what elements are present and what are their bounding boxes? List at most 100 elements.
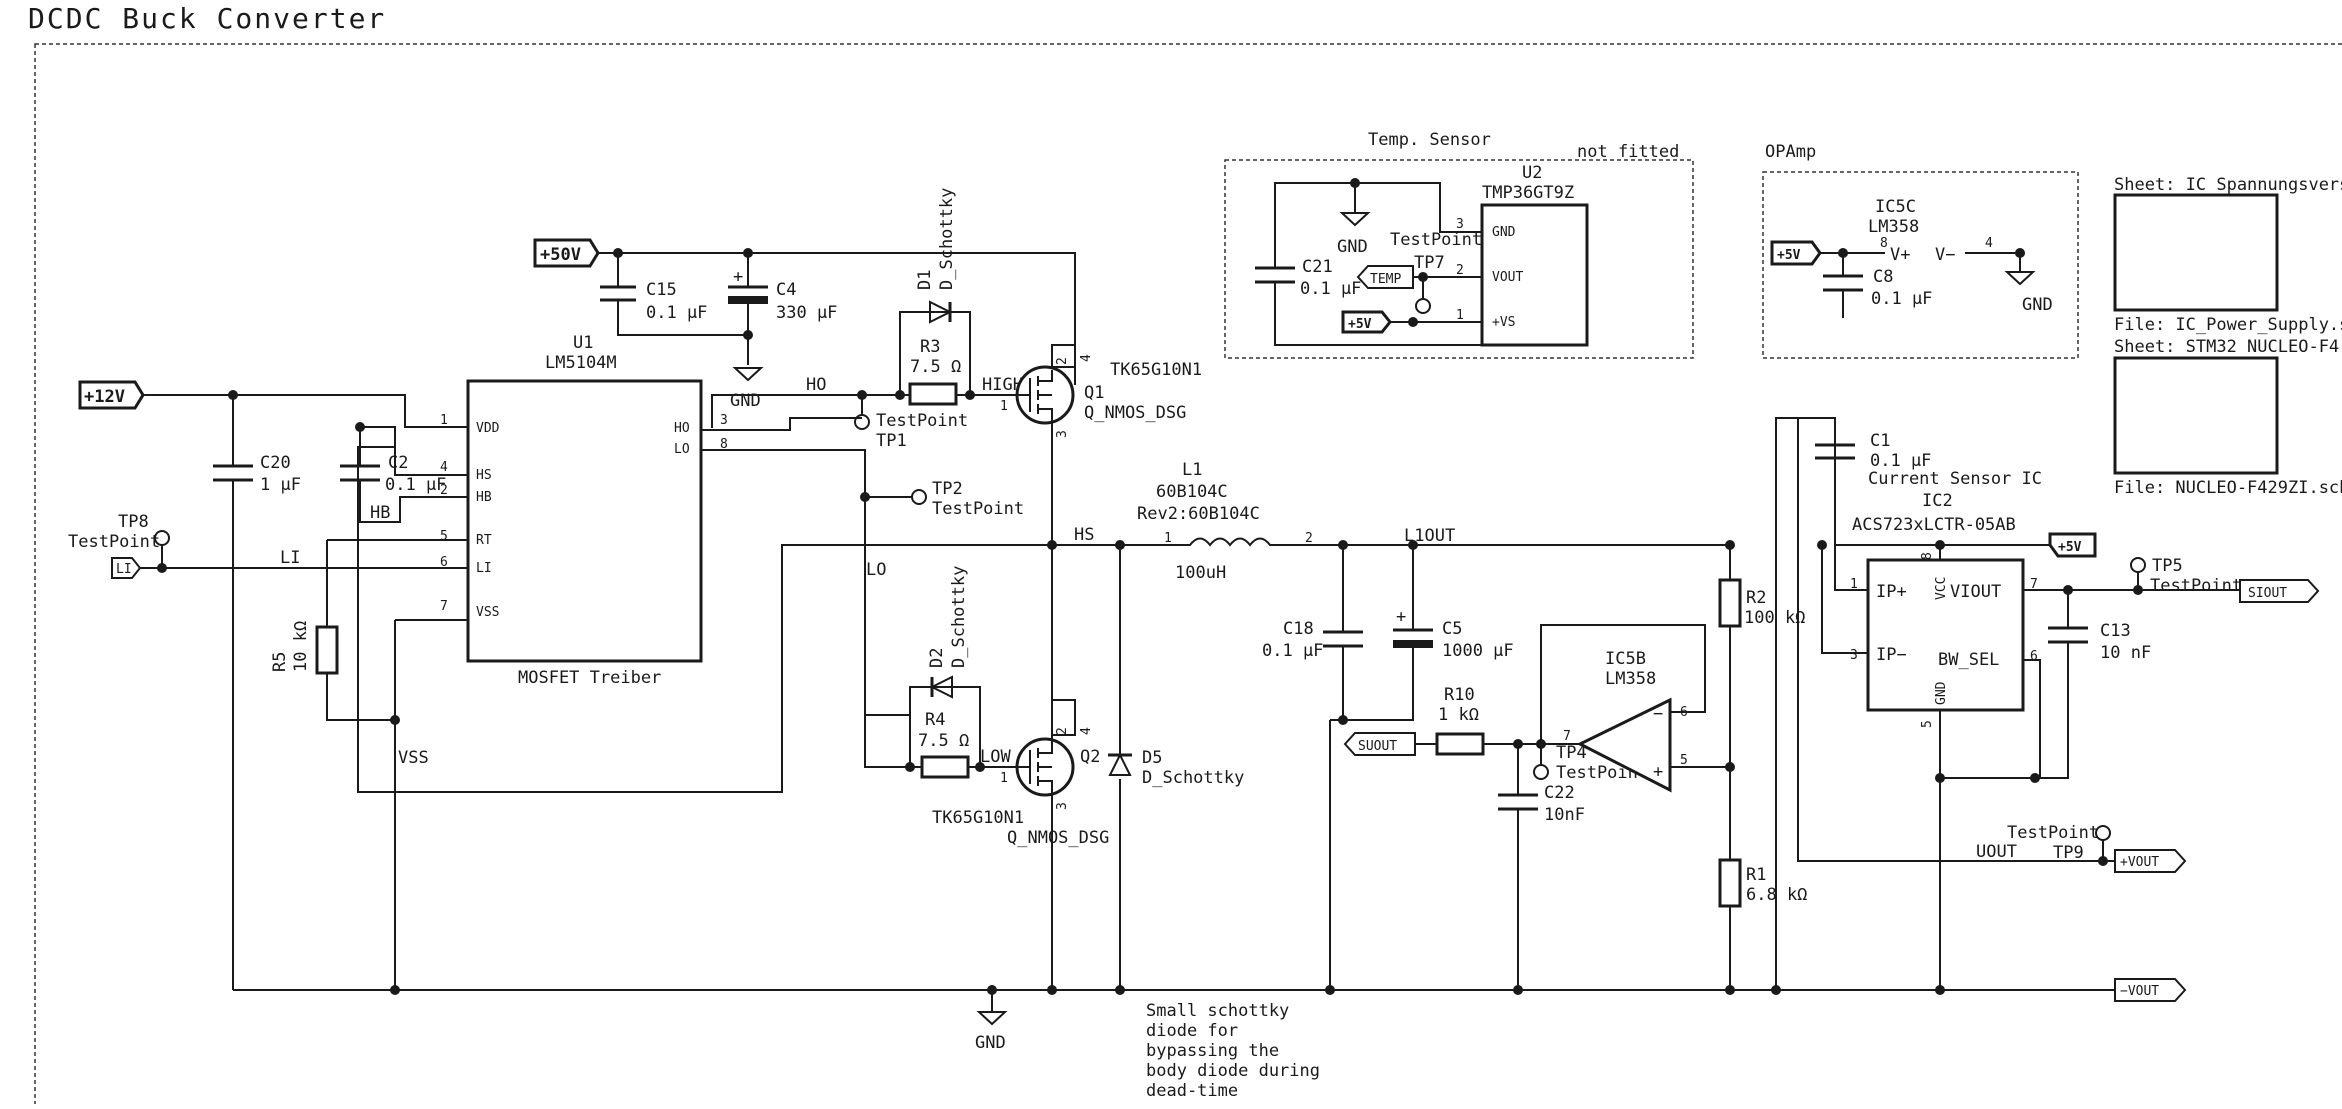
- svg-text:60B104C: 60B104C: [1156, 482, 1228, 502]
- svg-text:IP+: IP+: [1876, 582, 1907, 602]
- svg-text:4: 4: [1079, 354, 1094, 362]
- capacitor-c1: C1 0.1 µF: [1815, 418, 1941, 560]
- sheet-title: DCDC Buck Converter: [28, 2, 386, 35]
- svg-text:File: IC_Power_Supply.sch: File: IC_Power_Supply.sch: [2114, 315, 2342, 335]
- svg-text:+: +: [733, 267, 743, 287]
- svg-text:3: 3: [1456, 217, 1464, 232]
- ic-u1: U1 LM5104M MOSFET Treiber VDD HS HB RT L…: [440, 333, 728, 688]
- svg-text:0.1 µF: 0.1 µF: [646, 303, 707, 323]
- svg-text:+12V: +12V: [84, 387, 125, 407]
- svg-text:Sheet: IC Spannungsverso: Sheet: IC Spannungsverso: [2114, 175, 2342, 195]
- svg-text:C21: C21: [1302, 257, 1333, 277]
- svg-text:1: 1: [1000, 399, 1008, 414]
- diode-d5: D5 D_Schottky: [1108, 545, 1244, 990]
- svg-text:LO: LO: [674, 442, 690, 457]
- port-minus-vout: −VOUT: [2114, 978, 2187, 1002]
- svg-text:8: 8: [1880, 236, 1888, 251]
- svg-text:HS: HS: [1074, 525, 1094, 545]
- svg-text:body diode during: body diode during: [1146, 1061, 1320, 1081]
- svg-text:HS: HS: [476, 468, 492, 483]
- svg-text:TestPoint: TestPoint: [68, 532, 160, 552]
- svg-text:3: 3: [1055, 430, 1070, 438]
- svg-text:4: 4: [1985, 236, 1993, 251]
- svg-text:+VOUT: +VOUT: [2120, 855, 2159, 870]
- svg-text:U1: U1: [573, 333, 593, 353]
- svg-text:IC5C: IC5C: [1875, 197, 1916, 217]
- svg-text:3: 3: [720, 413, 728, 428]
- svg-text:LM5104M: LM5104M: [545, 353, 617, 373]
- svg-text:7: 7: [2030, 577, 2038, 592]
- ic-ic2: Current Sensor IC IC2 ACS723xLCTR-05AB I…: [1850, 469, 2042, 728]
- svg-text:TestPoint: TestPoint: [1390, 230, 1482, 250]
- svg-text:0.1 µF: 0.1 µF: [1871, 289, 1932, 309]
- testpoint-tp8: TP8 TestPoint: [68, 512, 170, 568]
- resistor-r10: R10 1 kΩ: [1435, 685, 1485, 756]
- svg-text:V+: V+: [1890, 245, 1910, 265]
- svg-text:R3: R3: [920, 337, 940, 357]
- wire-50v: [598, 252, 1076, 385]
- svg-text:Q2: Q2: [1080, 747, 1100, 767]
- svg-text:6: 6: [440, 555, 448, 570]
- diode-d1: D1 D_Schottky: [899, 188, 971, 395]
- svg-text:Q1: Q1: [1084, 383, 1104, 403]
- svg-text:UOUT: UOUT: [1976, 842, 2017, 862]
- port-temp: TEMP: [1356, 265, 1414, 289]
- hierarchical-sheet-power[interactable]: Sheet: IC Spannungsverso File: IC_Power_…: [2113, 175, 2342, 335]
- svg-text:TEMP: TEMP: [1370, 272, 1401, 287]
- design-note: Small schottky diode for bypassing the b…: [1146, 1001, 1320, 1101]
- svg-text:Q_NMOS_DSG: Q_NMOS_DSG: [1084, 403, 1186, 423]
- svg-text:+50V: +50V: [540, 245, 581, 265]
- svg-text:+VS: +VS: [1492, 315, 1515, 330]
- power-flag-50v: +50V: [533, 238, 600, 268]
- svg-text:6: 6: [1680, 705, 1688, 720]
- testpoint-tp2: TP2 TestPoint: [865, 479, 1024, 519]
- svg-text:GND: GND: [1934, 681, 1949, 705]
- port-plus-vout: +VOUT: [2114, 849, 2187, 873]
- svg-text:TP9: TP9: [2053, 843, 2084, 863]
- svg-text:C1: C1: [1870, 431, 1890, 451]
- resistor-r3: R3 7.5 Ω: [908, 337, 961, 406]
- svg-text:TestPoint: TestPoint: [876, 411, 968, 431]
- svg-text:L1: L1: [1182, 460, 1202, 480]
- capacitor-c2: C2 0.1 µF: [340, 426, 468, 523]
- svg-text:7: 7: [440, 599, 448, 614]
- svg-text:0.1 µF: 0.1 µF: [1300, 279, 1361, 299]
- svg-text:C4: C4: [776, 280, 796, 300]
- svg-text:1: 1: [1456, 308, 1464, 323]
- svg-text:U2: U2: [1522, 163, 1542, 183]
- svg-text:GND: GND: [2022, 295, 2053, 315]
- svg-text:3: 3: [1055, 802, 1070, 810]
- diode-d2: D2 D_Schottky: [909, 566, 981, 767]
- port-siout: SIOUT: [2239, 579, 2320, 603]
- svg-text:MOSFET Treiber: MOSFET Treiber: [518, 668, 661, 688]
- svg-text:1: 1: [1000, 771, 1008, 786]
- svg-text:OPAmp: OPAmp: [1765, 142, 1816, 162]
- capacitor-c4: + C4 330 µF: [728, 253, 837, 365]
- mosfet-q1: 1 2 4 3 TK65G10N1 Q1 Q_NMOS_DSG: [1000, 354, 1202, 438]
- hierarchical-sheet-nucleo[interactable]: Sheet: STM32 NUCLEO-F4 File: NUCLEO-F429…: [2113, 337, 2342, 498]
- svg-text:+: +: [1396, 607, 1406, 627]
- svg-text:5: 5: [440, 529, 448, 544]
- resistor-r5: R5 10 kΩ: [270, 539, 468, 721]
- svg-text:GND: GND: [1492, 225, 1516, 240]
- svg-text:not fitted: not fitted: [1577, 142, 1679, 162]
- temp-sensor-box: [1224, 159, 1694, 359]
- svg-text:10 kΩ: 10 kΩ: [291, 621, 311, 672]
- capacitor-c20: C20 1 µF: [213, 395, 301, 990]
- power-flag-5v: +5V: [1770, 240, 1822, 266]
- power-flag-12v: +12V: [78, 380, 145, 410]
- power-flag-5v: +5V: [1341, 310, 1392, 334]
- svg-text:TP5: TP5: [2152, 556, 2183, 576]
- svg-text:dead-time: dead-time: [1146, 1081, 1238, 1101]
- svg-text:GND: GND: [1337, 237, 1368, 257]
- svg-text:IP−: IP−: [1876, 645, 1907, 665]
- capacitor-c13: C13 10 nF: [2048, 621, 2151, 663]
- svg-text:bypassing the: bypassing the: [1146, 1041, 1279, 1061]
- svg-text:TestPoint: TestPoint: [2007, 823, 2099, 843]
- svg-text:D_Schottky: D_Schottky: [937, 188, 957, 290]
- capacitor-c22: C22 10nF: [1498, 744, 1585, 990]
- svg-text:BW_SEL: BW_SEL: [1938, 650, 1999, 670]
- svg-text:2: 2: [1055, 727, 1070, 735]
- svg-text:C20: C20: [260, 453, 291, 473]
